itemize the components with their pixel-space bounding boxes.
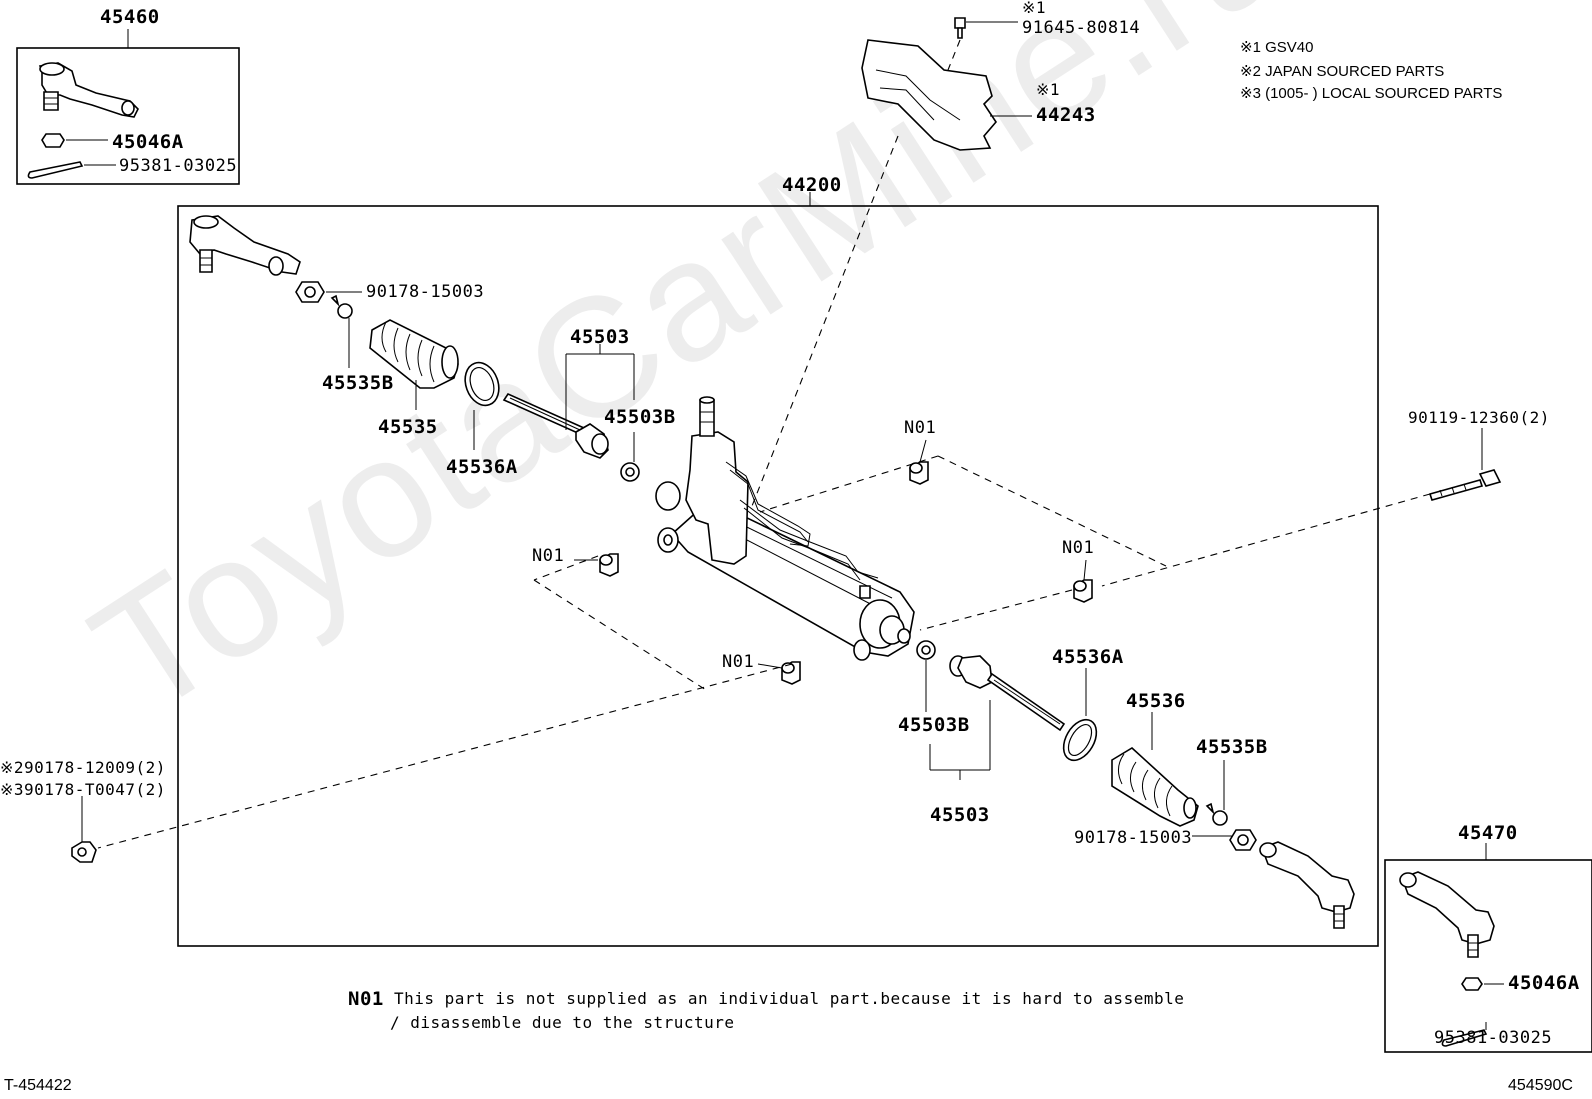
bushing-icon <box>599 553 619 577</box>
label-45460: 45460 <box>100 6 160 28</box>
label-n01-right: N01 <box>1062 538 1095 558</box>
label-n01-top: N01 <box>904 418 937 438</box>
clamp-icon <box>1205 802 1228 826</box>
lock-nut-icon <box>295 281 325 303</box>
ring-clamp-right-icon <box>1062 718 1098 762</box>
label-bolt-top-mark: ※1 <box>1022 0 1047 17</box>
label-44243: 44243 <box>1036 104 1096 126</box>
label-n01-left: N01 <box>532 546 565 566</box>
tie-rod-end-right-icon <box>1399 871 1495 958</box>
cotter-pin-icon <box>1441 1029 1488 1047</box>
label-90178-15003-right: 90178-15003 <box>1074 828 1193 848</box>
footnote-line-1: This part is not supplied as an individu… <box>394 989 1185 1008</box>
ring-clamp-left-icon <box>464 361 500 407</box>
footer-right-code: 454590C <box>1508 1077 1573 1094</box>
label-45536a-right: 45536A <box>1052 646 1124 668</box>
boot-right-icon <box>1111 747 1199 827</box>
nut-icon <box>1461 977 1483 991</box>
footnote-code: N01 <box>348 988 384 1010</box>
footnote-line-2: / disassemble due to the structure <box>390 1013 735 1032</box>
label-45535b-right: 45535B <box>1196 736 1268 758</box>
heat-insulator-cover-icon <box>861 39 998 151</box>
note-2: ※2 JAPAN SOURCED PARTS <box>1240 63 1445 80</box>
label-44200: 44200 <box>782 174 842 196</box>
label-90178-15003-left: 90178-15003 <box>366 282 485 302</box>
tie-rod-end-icon <box>189 215 301 276</box>
mounting-bolt-icon <box>1428 469 1502 501</box>
lock-nut-icon <box>1229 829 1257 851</box>
bolt-small-icon <box>954 17 966 39</box>
label-n01-bottom: N01 <box>722 652 755 672</box>
label-45470: 45470 <box>1458 822 1518 844</box>
label-95381-03025-right: 95381-03025 <box>1434 1028 1553 1048</box>
label-45535b-left: 45535B <box>322 372 394 394</box>
label-45536a-left: 45536A <box>446 456 518 478</box>
clamp-icon <box>330 294 353 319</box>
tie-rod-end-icon <box>1259 841 1355 929</box>
inner-tie-rod-right-icon <box>949 655 1066 732</box>
steering-rack-housing-icon <box>655 396 915 661</box>
label-45503-left: 45503 <box>570 326 630 348</box>
label-45535: 45535 <box>378 416 438 438</box>
washer-right-icon <box>916 640 936 660</box>
bushing-icon <box>1073 579 1093 603</box>
label-cover-mark: ※1 <box>1036 80 1061 99</box>
label-45046a-left: 45046A <box>112 131 184 153</box>
label-91645-80814: 91645-80814 <box>1022 18 1141 38</box>
washer-left-icon <box>620 462 640 482</box>
label-45503b-right: 45503B <box>898 714 970 736</box>
label-95381-03025-left: 95381-03025 <box>119 156 238 176</box>
note-3: ※3 (1005- ) LOCAL SOURCED PARTS <box>1240 85 1503 102</box>
cotter-pin-icon <box>27 161 84 179</box>
box-45470 <box>1384 859 1592 1053</box>
label-45503-right: 45503 <box>930 804 990 826</box>
box-44200 <box>177 205 1379 947</box>
label-90119-12360: 90119-12360(2) <box>1408 408 1550 427</box>
bushing-icon <box>781 661 801 685</box>
inner-tie-rod-left-icon <box>502 392 609 459</box>
label-45046a-right: 45046A <box>1508 972 1580 994</box>
label-45536: 45536 <box>1126 690 1186 712</box>
tie-rod-end-left-icon <box>38 62 139 118</box>
bushing-icon <box>909 461 929 485</box>
label-45503b-left: 45503B <box>604 406 676 428</box>
note-1: ※1 GSV40 <box>1240 39 1314 56</box>
nut-icon <box>41 133 65 148</box>
boot-left-icon <box>369 319 459 389</box>
label-90178-12009: ※290178-12009(2) <box>0 758 166 777</box>
footer-left-code: T-454422 <box>4 1077 72 1094</box>
flange-nut-icon <box>71 841 97 863</box>
label-90178-t0047: ※390178-T0047(2) <box>0 780 166 799</box>
